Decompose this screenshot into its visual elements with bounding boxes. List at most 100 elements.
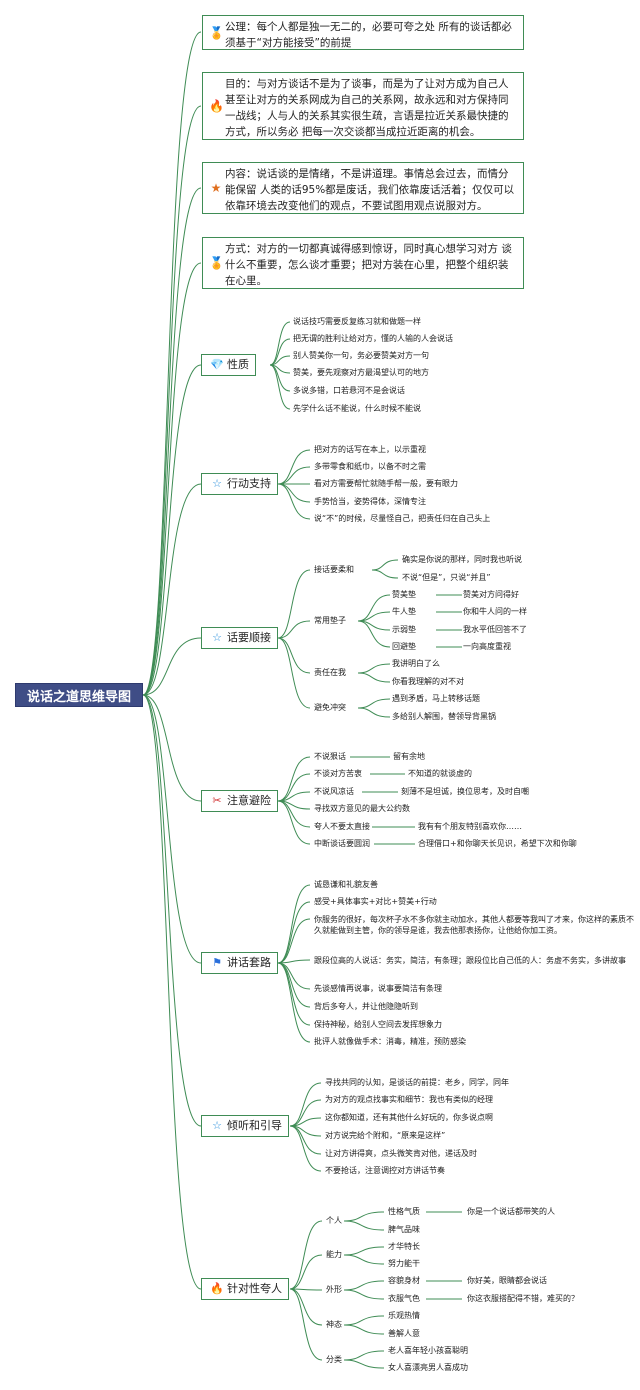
smooth-group-label: 常用垫子 [314,616,346,625]
routine-connector [277,962,311,1043]
smooth-connector [277,637,311,709]
smooth-group-label: 避免冲突 [314,703,346,712]
flag-icon: ⚑ [212,956,222,969]
listen-item: 这你都知道，还有其他什么好玩的，你多说点啊 [325,1113,493,1122]
routine-connector [277,962,311,1026]
praise-item: 容貌身材 [388,1276,420,1285]
praise-item: 脾气品味 [388,1225,420,1234]
routine-item: 保持神秘，给别人空间去发挥想象力 [314,1020,442,1029]
principle-axiom-text: 公理：每个人都是独一无二的，必要可夸之处 所有的谈话都必须基于“对方能接受”的前… [225,21,512,49]
risk-value: 我有有个朋友特别喜欢你…… [418,822,522,831]
category-praise[interactable]: 🔥针对性夸人 [201,1278,289,1300]
routine-connector [277,884,311,964]
smooth-sub-connector [357,672,391,683]
root-topic[interactable]: 说话之道思维导图 [15,683,143,707]
principle-method[interactable]: 🏅 方式：对方的一切都真诚得感到惊讶，同时真心想学习对方 谈什么不重要，怎么谈才… [202,237,524,289]
listen-connector [289,1082,322,1127]
cushion-name: 赞美垫 [392,590,416,599]
principle-axiom[interactable]: 🏅 公理：每个人都是独一无二的，必要可夸之处 所有的谈话都必须基于“对方能接受”… [202,15,524,50]
routine-item: 跟段位高的人说话：务实，简洁，有条理；跟段位比自己低的人：务虚不务实，多讲故事 [314,956,626,965]
risk-key: 中断谈话要圆润 [314,839,370,848]
listen-item: 为对方的观点找事实和细节：我也有类似的经理 [325,1095,493,1104]
praise-item: 努力能干 [388,1259,420,1268]
smooth-item: 你看我理解的对不对 [392,677,464,686]
smooth-sub-connector [357,698,391,709]
praise-sub-connector [343,1350,385,1361]
star-outline-icon: ☆ [212,477,222,490]
category-routine[interactable]: ⚑讲话套路 [201,952,278,974]
root-connector [142,694,202,964]
routine-item: 感受+具体事实+对比+赞美+行动 [314,897,437,906]
principle-method-text: 方式：对方的一切都真诚得感到惊讶，同时真心想学习对方 谈什么不重要，怎么谈才重要… [225,243,512,287]
praise-example: 你这衣服搭配得不错，难买的？ [467,1294,579,1303]
praise-group-label: 分类 [326,1355,342,1364]
praise-example: 你是一个说话都带笑的人 [467,1207,555,1216]
risk-value: 不知道的就谈虚的 [408,769,472,778]
category-listen-label: 倾听和引导 [227,1119,282,1132]
category-action[interactable]: ☆行动支持 [201,473,278,495]
praise-connector [289,1288,323,1291]
root-connector [142,105,202,696]
risk-value: 留有余地 [393,752,425,761]
medal-icon: 🏅 [209,25,224,40]
category-listen[interactable]: ☆倾听和引导 [201,1115,289,1137]
routine-item: 背后多夸人，并让他隐隐听到 [314,1002,418,1011]
principle-purpose[interactable]: 🔥 目的：与对方谈话不是为了谈事，而是为了让对方成为自己人 甚至让对方的关系网成… [202,72,524,140]
principle-content[interactable]: ★ 内容：说话谈的是情绪，不是讲道理。事情总会过去，而情分能保留 人类的话95%… [202,162,524,214]
category-risk[interactable]: ✂注意避险 [201,790,278,812]
praise-sub-connector [343,1324,385,1335]
smooth-item: 我讲明白了么 [392,659,440,668]
nature-item: 赞美，要先观察对方最渴望认可的地方 [293,368,429,377]
praise-item: 善解人意 [388,1329,420,1338]
routine-item: 批评人就像做手术：消毒，精准，预防感染 [314,1037,466,1046]
star-outline-icon: ☆ [212,631,222,644]
flame-icon: 🔥 [210,1282,224,1295]
praise-item: 衣服气色 [388,1294,420,1303]
scissors-icon: ✂ [212,794,222,807]
nature-item: 说话技巧需要反复练习就和做题一样 [293,317,421,326]
smooth-group-label: 责任在我 [314,668,346,677]
medal-icon: 🏅 [209,256,224,270]
listen-connector [289,1125,322,1155]
cushion-name: 牛人垫 [392,607,416,616]
cushion-name: 回避垫 [392,642,416,651]
praise-item: 老人喜年轻小孩喜聪明 [388,1346,468,1355]
root-connector [142,483,202,696]
flame-icon: 🔥 [209,99,224,113]
action-item: 把对方的话写在本上，以示重视 [314,445,426,454]
smooth-connector [277,637,311,674]
praise-sub-connector [343,1315,385,1326]
nature-connector [269,321,291,366]
routine-item: 你服务的很好，每次杯子水不多你就主动加水，其他人都要等我叫了才来，你这样的素质不… [314,915,634,935]
cushion-text: 你和牛人问的一样 [463,607,527,616]
category-smooth[interactable]: ☆ 话要顺接 [201,627,278,649]
category-nature-label: 性质 [227,358,249,371]
praise-sub-connector [343,1280,385,1291]
smooth-item: 不说“但是”，只说“并且” [402,573,491,582]
category-nature[interactable]: 💎性质 [201,354,256,376]
smooth-sub-connector [357,620,391,648]
routine-item: 先谈感情再说事，说事要简洁有条理 [314,984,442,993]
praise-group-label: 外形 [326,1285,342,1294]
category-smooth-label: 话要顺接 [227,631,271,644]
smooth-sub-connector [357,594,391,622]
praise-item: 女人喜漂亮男人喜成功 [388,1363,468,1372]
root-connector [142,694,202,802]
action-connector [277,483,311,520]
nature-item: 多说多错，口若悬河不是会说话 [293,386,405,395]
risk-connector [277,756,311,802]
routine-connector [277,901,311,964]
cushion-text: 赞美对方问得好 [463,590,519,599]
risk-key: 夸人不要太直接 [314,822,370,831]
routine-connector [277,962,311,990]
smooth-item: 遇到矛盾，马上转移话题 [392,694,480,703]
nature-connector [269,338,291,366]
praise-item: 性格气质 [388,1207,420,1216]
routine-connector [277,959,311,964]
listen-item: 不要抢话，注意调控对方讲话节奏 [325,1166,445,1175]
smooth-sub-connector [371,559,399,571]
root-connector [142,364,202,696]
routine-connector [277,918,311,964]
